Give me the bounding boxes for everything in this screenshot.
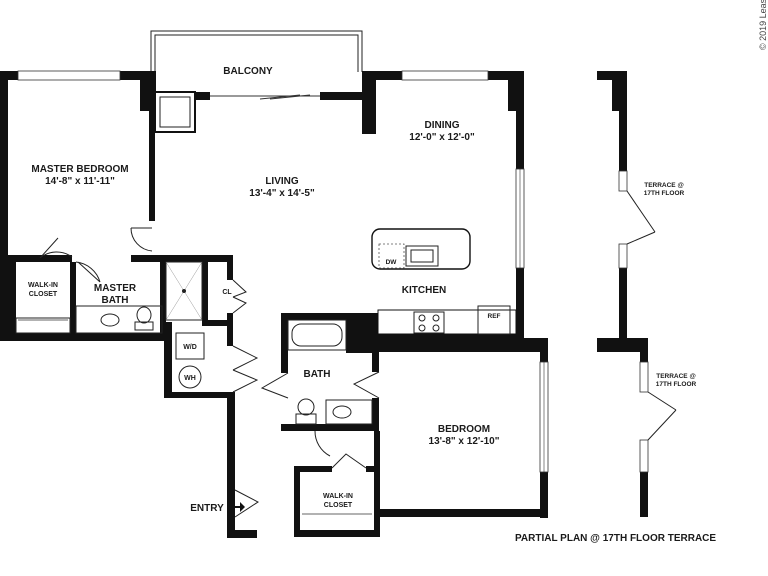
bedroom-dimensions: 13'-8" x 12'-10" (429, 436, 500, 447)
master-bedroom-dimensions: 14'-8" x 11'-11" (45, 176, 115, 187)
partial-plan-caption: PARTIAL PLAN @ 17TH FLOOR TERRACE (515, 533, 716, 544)
master-bath-line1: MASTER (94, 283, 137, 294)
terrace-label-2-line2: 17TH FLOOR (656, 381, 697, 388)
kitchen-label: KITCHEN (402, 285, 446, 296)
entry-label: ENTRY (190, 503, 224, 514)
master-bath-fixtures (15, 261, 203, 334)
walk-in-closet-1-line2: CLOSET (29, 291, 58, 298)
walk-in-closet-1-line1: WALK-IN (28, 282, 58, 289)
master-bath-line2: BATH (101, 295, 128, 306)
living-dimensions: 13'-4" x 14'-5" (249, 188, 315, 199)
door-swings (39, 227, 380, 518)
walk-in-closet-2-line1: WALK-IN (323, 493, 353, 500)
terrace-label-1-line1: TERRACE @ (644, 182, 684, 189)
copyright-text: © 2019 Leas (758, 0, 768, 50)
wd-label: W/D (183, 344, 197, 351)
terrace-label-2-line1: TERRACE @ (656, 373, 696, 380)
terrace-label-1-line2: 17TH FLOOR (644, 190, 685, 197)
kitchen-counter (377, 305, 517, 335)
balcony-outline (150, 30, 363, 72)
mech-shaft (154, 91, 196, 133)
master-bedroom-label: MASTER BEDROOM (31, 164, 128, 175)
cl-label: CL (222, 289, 232, 296)
living-label: LIVING (265, 176, 299, 187)
walk-in-closet-2-line2: CLOSET (324, 502, 353, 509)
bedroom-label: BEDROOM (438, 424, 490, 435)
bath-label: BATH (303, 369, 330, 380)
closet-rods (18, 319, 372, 515)
dw-label: DW (386, 259, 398, 266)
dining-label: DINING (425, 120, 460, 131)
laundry-fixtures (175, 332, 205, 389)
wh-label: WH (184, 375, 196, 382)
kitchen-island (371, 228, 471, 270)
dining-dimensions: 12'-0" x 12'-0" (409, 132, 475, 143)
ref-label: REF (488, 313, 501, 320)
terrace-partial-plan (597, 71, 677, 517)
windows (17, 70, 549, 473)
entry-arrow-icon (229, 502, 245, 512)
bath-fixtures (287, 319, 373, 425)
balcony-label: BALCONY (223, 66, 273, 77)
balcony-sliding-door (210, 94, 320, 100)
